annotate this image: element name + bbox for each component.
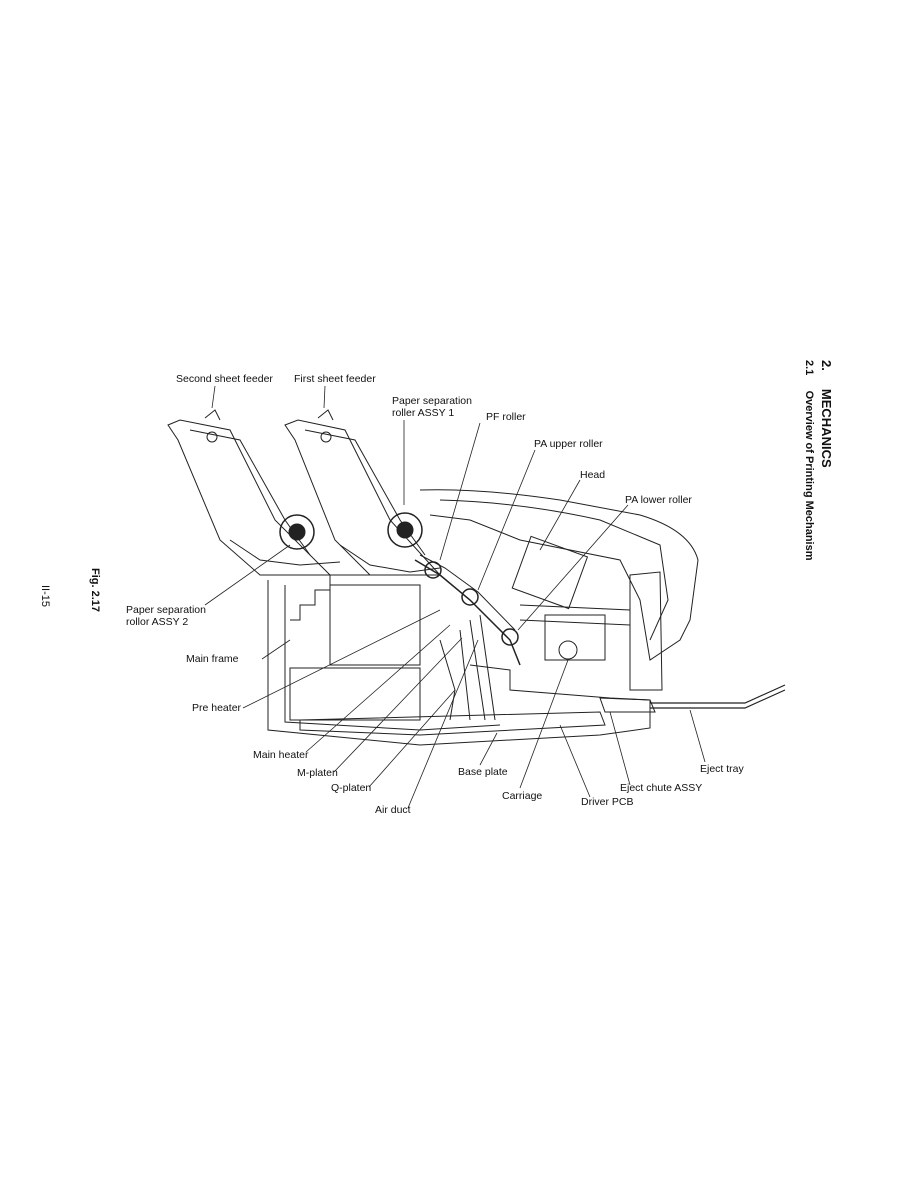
label-main-frame: Main frame: [186, 653, 239, 665]
leader-q-platen: [368, 689, 456, 788]
label-second-sheet-feeder: Second sheet feeder: [176, 373, 273, 385]
label-pa-lower-roller: PA lower roller: [625, 494, 692, 506]
leader-second-sheet-feeder: [211, 385, 216, 409]
eject-tray: [650, 684, 786, 709]
carriage-block: [544, 614, 606, 661]
leader-first-sheet-feeder: [323, 385, 326, 409]
paper-separation-roller-2: [279, 514, 315, 550]
leader-driver-pcb: [559, 724, 591, 798]
label-paper-separation-rollor-assy-2: Paper separation rollor ASSY 2: [126, 604, 206, 628]
label-q-platen: Q-platen: [331, 782, 372, 794]
label-m-platen: M-platen: [297, 767, 338, 779]
label-base-plate: Base plate: [458, 766, 508, 778]
leader-eject-chute: [609, 711, 631, 786]
pa-lower-roller-shape: [501, 628, 519, 646]
leader-m-platen: [333, 637, 463, 773]
label-driver-pcb: Driver PCB: [581, 796, 634, 808]
label-main-heater: Main heater: [253, 749, 309, 761]
pre-heater-block: [329, 584, 421, 666]
leader-main-heater: [305, 624, 451, 753]
printer-cover: [419, 489, 699, 661]
label-eject-tray: Eject tray: [700, 763, 744, 775]
leader-pa-upper-roller: [477, 449, 536, 591]
first-feeder-pin: [320, 431, 332, 443]
carriage-rail: [519, 604, 631, 626]
leader-main-frame: [261, 639, 291, 660]
leader-carriage: [519, 659, 569, 789]
first-sheet-feeder-tab: [317, 409, 334, 421]
label-pa-upper-roller: PA upper roller: [534, 438, 603, 450]
carriage-wheel: [558, 640, 578, 660]
eject-chute: [599, 697, 656, 713]
label-paper-separation-roller-assy-1: Paper separation roller ASSY 1: [392, 395, 472, 419]
paper-separation-roller-1-hub: [396, 521, 414, 539]
label-head: Head: [580, 469, 606, 481]
base-plate: [299, 711, 606, 736]
leader-pre-heater: [242, 609, 441, 709]
paper-path: [414, 559, 521, 666]
cover-inner: [439, 499, 669, 641]
second-feeder-pin: [206, 431, 218, 443]
leader-base-plate: [479, 732, 498, 766]
label-pre-heater: Pre heater: [192, 702, 242, 714]
main-frame-outline: [267, 580, 651, 746]
main-frame-inner: [284, 585, 501, 731]
head-block: [511, 535, 589, 610]
pa-upper-roller-shape: [461, 588, 479, 606]
label-carriage: Carriage: [502, 790, 543, 802]
label-first-sheet-feeder: First sheet feeder: [294, 373, 376, 385]
air-duct: [459, 614, 496, 721]
front-housing: [629, 571, 663, 691]
leader-pf-roller: [439, 422, 481, 561]
paper-separation-roller-2-hub: [288, 523, 306, 541]
lower-chassis: [289, 667, 421, 721]
leader-eject-tray: [689, 709, 706, 763]
paper-path-2: [419, 554, 516, 631]
leader-head: [539, 479, 581, 551]
label-pf-roller: PF roller: [486, 411, 526, 423]
second-sheet-feeder-tab: [204, 409, 221, 421]
leader-pa-lower-roller: [517, 504, 629, 631]
paper-separation-roller-1: [387, 512, 423, 548]
second-sheet-feeder-frame: [167, 419, 332, 576]
label-eject-chute-assy: Eject chute ASSY: [620, 782, 703, 794]
leader-sep-rollor-2: [204, 544, 291, 606]
first-sheet-feeder-guide: [304, 429, 426, 556]
second-feeder-chute: [229, 539, 341, 566]
main-frame-steps: [290, 574, 430, 621]
q-platen: [439, 639, 456, 721]
label-air-duct: Air duct: [375, 804, 411, 816]
leader-air-duct: [407, 639, 479, 809]
